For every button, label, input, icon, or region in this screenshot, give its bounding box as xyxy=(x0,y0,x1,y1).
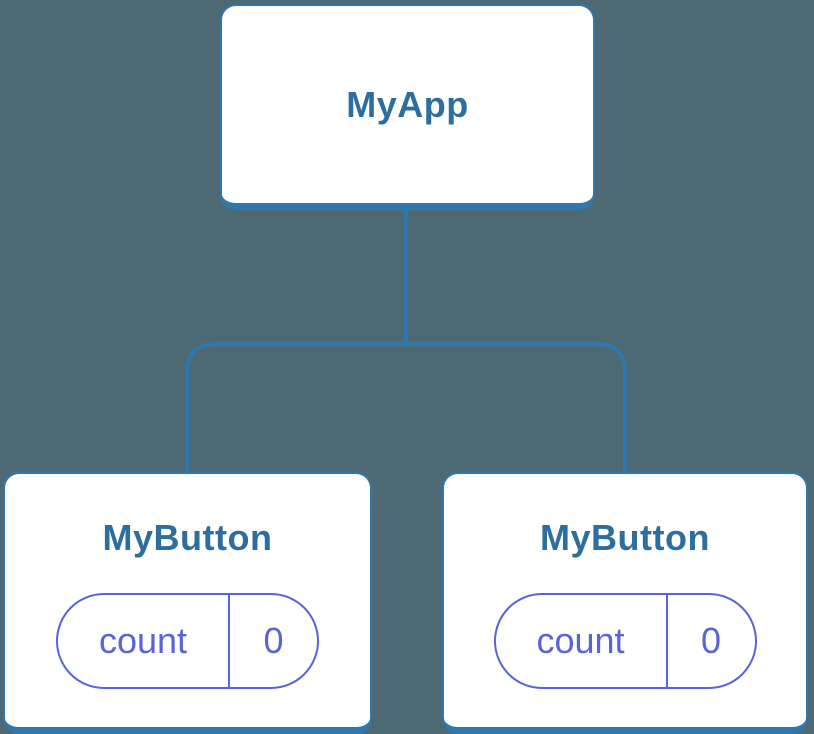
state-key-right: count xyxy=(496,595,668,688)
component-name-child-right: MyButton xyxy=(540,517,710,558)
component-name-child-left: MyButton xyxy=(102,517,273,558)
component-card-root: MyApp xyxy=(220,4,595,210)
state-key-left: count xyxy=(58,595,230,688)
state-value-left: 0 xyxy=(263,620,284,662)
component-card-child-right: MyButton count 0 xyxy=(442,472,808,734)
connector-branch-bracket xyxy=(185,342,627,473)
state-value-right: 0 xyxy=(700,620,722,662)
state-pill-left: count 0 xyxy=(56,593,319,690)
component-card-child-left: MyButton count 0 xyxy=(3,472,372,734)
state-pill-right: count 0 xyxy=(493,593,757,690)
component-name-root: MyApp xyxy=(346,83,469,125)
